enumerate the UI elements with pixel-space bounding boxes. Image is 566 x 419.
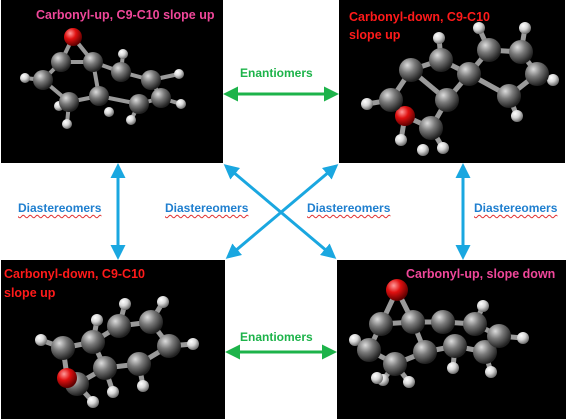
- label-diastereomers-center-right: Diastereomers: [307, 201, 391, 215]
- molecule-panel-top-right: [339, 0, 565, 163]
- molecule-model-carbonyl-up-slope-down: [349, 279, 529, 388]
- molecule-model-carbonyl-down-slope-up-alt: [35, 296, 199, 408]
- label-enantiomers-bottom: Enantiomers: [240, 330, 313, 344]
- molecule-model-carbonyl-up-slope-up: [20, 28, 186, 129]
- panel-title-bottom-right: Carbonyl-up, slope down: [406, 267, 556, 281]
- panel-title-top-right-line2: slope up: [349, 28, 401, 42]
- label-diastereomers-left: Diastereomers: [18, 201, 102, 215]
- molecule-panel-top-left: [1, 0, 223, 163]
- molecule-panel-bottom-right: [337, 260, 566, 419]
- label-enantiomers-top: Enantiomers: [240, 66, 313, 80]
- molecule-panel-bottom-left: [1, 260, 225, 419]
- label-diastereomers-center-left: Diastereomers: [165, 201, 249, 215]
- panel-title-top-left: Carbonyl-up, C9-C10 slope up: [36, 8, 215, 22]
- panel-title-bottom-left-line2: slope up: [4, 286, 56, 300]
- panel-title-bottom-left-line1: Carbonyl-down, C9-C10: [4, 267, 145, 281]
- molecule-model-carbonyl-down-slope-up: [361, 22, 559, 156]
- panel-title-top-right-line1: Carbonyl-down, C9-C10: [349, 10, 490, 24]
- label-diastereomers-right: Diastereomers: [474, 201, 558, 215]
